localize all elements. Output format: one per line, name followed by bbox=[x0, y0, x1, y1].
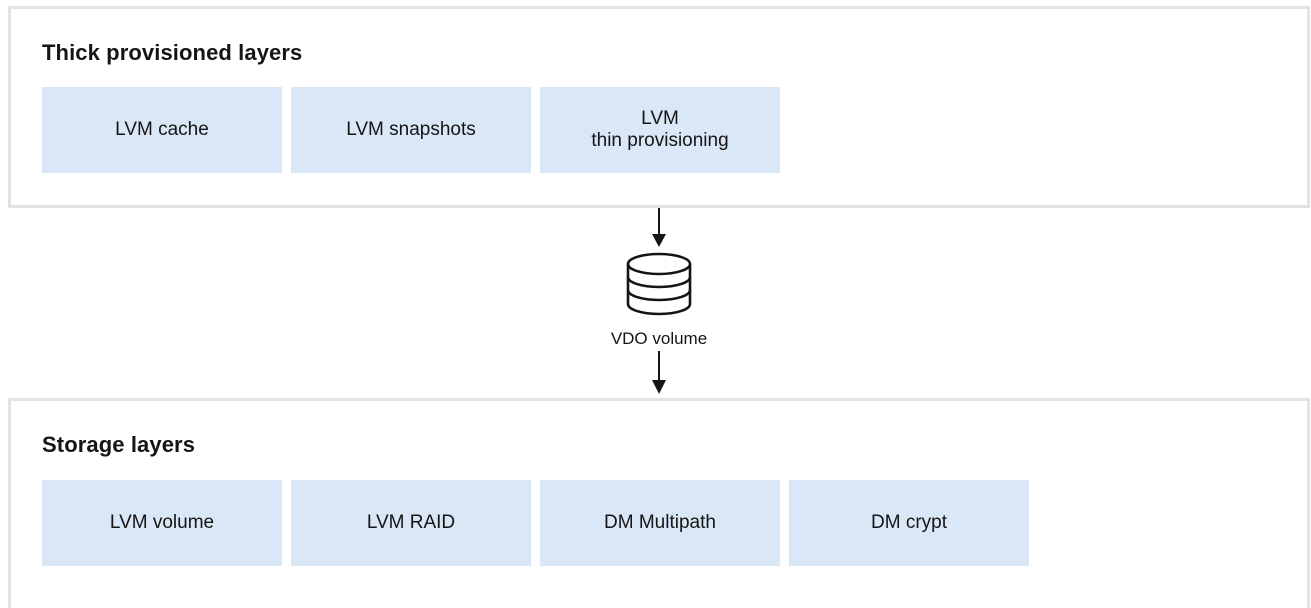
lvm-raid-box: LVM RAID bbox=[291, 480, 531, 566]
lvm-cache-box: LVM cache bbox=[42, 87, 282, 173]
storage-layers-panel: Storage layers LVM volume LVM RAID DM Mu… bbox=[8, 398, 1310, 608]
database-icon bbox=[626, 252, 692, 316]
lvm-volume-box: LVM volume bbox=[42, 480, 282, 566]
vdo-volume-label: VDO volume bbox=[610, 329, 708, 348]
storage-layers-box-row: LVM volume LVM RAID DM Multipath DM cryp… bbox=[42, 480, 1029, 566]
lvm-snapshots-box: LVM snapshots bbox=[291, 87, 531, 173]
down-arrow-icon bbox=[652, 208, 666, 247]
dm-crypt-box: DM crypt bbox=[789, 480, 1029, 566]
thick-layers-box-row: LVM cache LVM snapshots LVM thin provisi… bbox=[42, 87, 780, 173]
lvm-thin-provisioning-box: LVM thin provisioning bbox=[540, 87, 780, 173]
down-arrow-icon bbox=[652, 351, 666, 394]
thick-provisioned-layers-title: Thick provisioned layers bbox=[42, 40, 303, 65]
storage-layers-title: Storage layers bbox=[42, 432, 196, 457]
dm-multipath-box: DM Multipath bbox=[540, 480, 780, 566]
thick-provisioned-layers-panel: Thick provisioned layers LVM cache LVM s… bbox=[8, 6, 1310, 208]
